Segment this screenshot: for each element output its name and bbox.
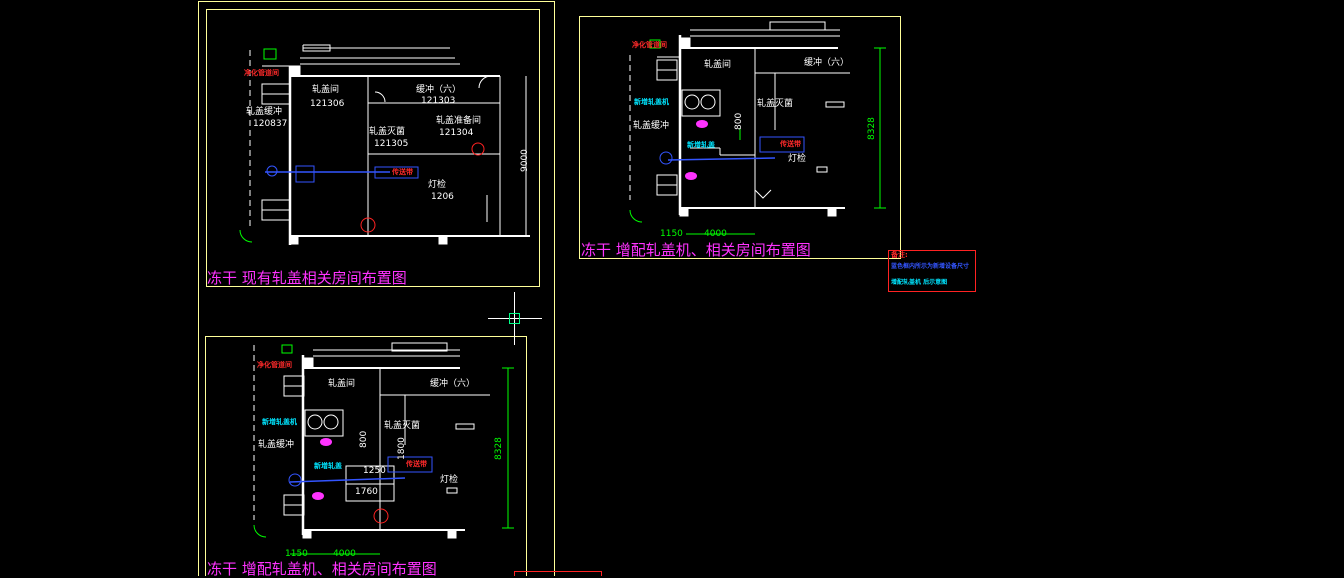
drawing2-dim-small: 800	[734, 112, 744, 130]
drawing3-room-4: 灯检	[440, 475, 459, 485]
frame-drawing-1	[206, 9, 540, 287]
drawing3-dim-d3: 800	[359, 430, 369, 448]
drawing1-title: 冻干 现有轧盖相关房间布置图	[207, 269, 407, 287]
drawing3-dim-width-a: 1150	[285, 549, 308, 559]
drawing1-room-3-code: 121304	[439, 128, 474, 138]
frame-drawing-2	[579, 16, 901, 259]
drawing3-new-label-2: 新增轧盖	[314, 462, 342, 470]
drawing2-dim-vertical: 8328	[867, 117, 877, 140]
drawing2-dim-width-b: 4000	[704, 229, 727, 239]
floorplan-2-equipment	[649, 39, 886, 235]
drawing2-dim-width-a: 1150	[660, 229, 683, 239]
drawing3-room-2: 轧盖灭菌	[384, 421, 421, 431]
drawing1-room-2-code: 121303	[421, 96, 456, 106]
drawing1-room-2-name: 缓冲（六）	[416, 85, 462, 95]
drawing1-machine-label: 传送带	[392, 168, 413, 176]
drawing2-room-0: 轧盖间	[704, 60, 732, 70]
note-line-2: 增配轧盖机 后示意图	[891, 279, 948, 286]
floorplan-2	[629, 21, 850, 223]
drawing2-title: 冻干 增配轧盖机、相关房间布置图	[581, 241, 811, 259]
drawing2-room-3: 轧盖缓冲	[633, 121, 670, 131]
drawing1-room-0-code: 120837	[253, 119, 288, 129]
floorplan-3-equipment	[281, 344, 514, 555]
drawing1-room-3-name: 轧盖准备间	[436, 116, 482, 126]
note-box	[888, 250, 976, 292]
drawing1-room-1-code: 121306	[310, 99, 345, 109]
frame-drawing-3	[205, 336, 527, 576]
drawing1-room-5-name: 灯检	[428, 180, 447, 190]
drawing3-room-3: 轧盖缓冲	[258, 440, 295, 450]
drawing3-title: 冻干 增配轧盖机、相关房间布置图	[207, 560, 437, 578]
drawing1-dimension: 9000	[520, 149, 530, 172]
drawing1-room-5-code: 1206	[431, 192, 454, 202]
drawing3-tag: 净化管道间	[257, 361, 292, 369]
drawing2-room-4: 灯检	[788, 154, 807, 164]
drawing2-new-label-2: 新增轧盖	[687, 141, 715, 149]
drawing3-room-1: 缓冲（六）	[430, 379, 476, 389]
drawing2-tag: 净化管道间	[632, 41, 667, 49]
floorplan-3	[253, 342, 490, 539]
drawing1-room-4-code: 121305	[374, 139, 409, 149]
drawing3-new-label-1: 新增轧盖机	[262, 418, 297, 426]
drawing3-dim-d1: 1250	[363, 466, 386, 476]
drawing1-room-0-name: 轧盖缓冲	[246, 107, 283, 117]
drawing1-room-4-name: 轧盖灭菌	[369, 127, 406, 137]
crosshair-cursor	[488, 292, 542, 345]
drawing3-dim-d4: 1800	[397, 437, 407, 460]
drawing2-machine-label: 传送带	[780, 140, 801, 148]
drawing3-machine-label: 传送带	[406, 460, 427, 468]
drawing2-new-label-1: 新增轧盖机	[634, 98, 669, 106]
floorplan-1	[239, 44, 530, 245]
drawing3-dim-width-b: 4000	[333, 549, 356, 559]
drawing3-dim-vertical: 8328	[494, 437, 504, 460]
drawing3-room-0: 轧盖间	[328, 379, 356, 389]
drawing1-tag: 净化管道间	[244, 69, 279, 77]
floorplan-1-equipment	[263, 48, 485, 233]
outer-frame	[198, 1, 555, 576]
stray-red-box	[514, 571, 602, 576]
drawing2-room-2: 轧盖灭菌	[757, 99, 794, 109]
drawing1-room-1-name: 轧盖间	[312, 85, 340, 95]
drawing2-room-1: 缓冲（六）	[804, 58, 850, 68]
drawing3-dim-d2: 1760	[355, 487, 378, 497]
note-title: 备注:	[891, 251, 908, 259]
note-line-1: 蓝色框内所示为新增设备尺寸	[891, 263, 970, 270]
